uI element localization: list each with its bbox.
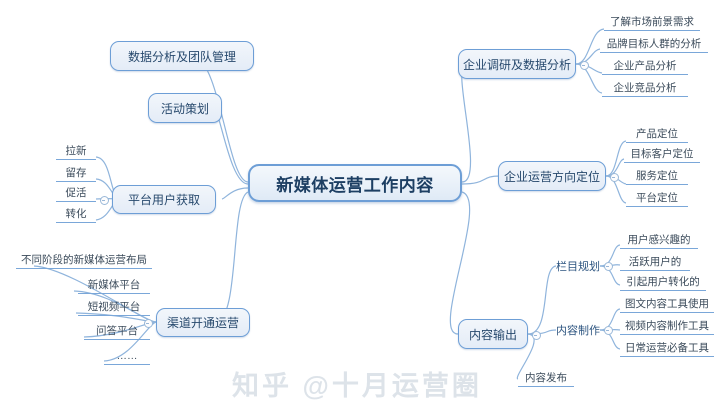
leaf-label: 产品定位 [636,128,678,140]
leaf-target-customer-positioning[interactable]: 目标客户定位 [624,148,700,163]
branch-label: 数据分析及团队管理 [127,49,236,64]
leaf-label: 拉新 [65,145,87,157]
leaf-label: 用户感兴趣的 [627,234,691,246]
leaf-enterprise-product-analysis[interactable]: 企业产品分析 [602,60,688,75]
leaf-content-publishing[interactable]: 内容发布 [518,372,574,387]
leaf-brand-target-audience-analysis[interactable]: 品牌目标人群的分析 [600,38,708,53]
leaf-active-users[interactable]: 活跃用户的 [620,256,690,271]
leaf-label: 平台定位 [636,192,678,204]
leaf-label: 内容发布 [525,372,567,384]
leaf-label: 引起用户转化的 [626,276,700,288]
branch-enterprise-research-data-analysis[interactable]: 企业调研及数据分析 [458,49,576,79]
branch-content-output[interactable]: 内容输出 [458,319,528,349]
branch-operation-direction-positioning[interactable]: 企业运营方向定位 [498,161,606,191]
leaf-liu-cun[interactable]: 留存 [56,167,96,182]
branch-label: 平台用户获取 [127,193,200,207]
leaf-zhuan-hua[interactable]: 转化 [56,208,96,223]
leaf-label: 问答平台 [96,325,138,337]
root-node[interactable]: 新媒体运营工作内容 [248,164,462,202]
leaf-platform-positioning[interactable]: 平台定位 [626,192,688,207]
leaf-label: 短视频平台 [87,301,141,313]
leaf-label: 新媒体平台 [87,279,141,291]
collapse-dot-content-output[interactable] [532,331,541,340]
root-label: 新媒体运营工作内容 [276,175,434,195]
leaf-label: 服务定位 [636,170,678,182]
branch-activity-planning[interactable]: 活动策划 [148,93,222,123]
leaf-label: 日常运营必备工具 [625,342,709,354]
leaf-enterprise-competitor-analysis[interactable]: 企业竞品分析 [602,82,688,97]
leaf-la-xin[interactable]: 拉新 [56,145,96,160]
branch-label: 内容输出 [468,327,517,342]
leaf-trigger-user-conversion[interactable]: 引起用户转化的 [620,276,706,291]
collapse-dot-operation-direction[interactable] [610,173,619,182]
leaf-label: 视频内容制作工具 [625,320,709,332]
collapse-dot-enterprise-research[interactable] [580,61,589,70]
leaf-market-prospect-demand[interactable]: 了解市场前景需求 [604,16,700,31]
leaf-label: 活跃用户的 [628,256,682,268]
leaf-label: 不同阶段的新媒体运营布局 [21,254,147,266]
watermark: 知乎 @十月运营圈 [232,371,482,401]
leaf-label: 目标客户定位 [630,148,694,160]
leaf-label: 企业竞品分析 [613,82,677,94]
leaf-qa-platform[interactable]: 问答平台 [84,325,150,340]
leaf-label: 转化 [65,208,87,220]
branch-label: 企业运营方向定位 [504,169,601,184]
leaf-daily-operation-tools[interactable]: 日常运营必备工具 [620,342,714,357]
leaf-label: 企业产品分析 [613,60,677,72]
subnode-label: 内容制作 [556,325,600,337]
branch-label: 企业调研及数据分析 [463,57,572,72]
collapse-dot-platform-user-acquisition[interactable] [100,196,109,205]
leaf-short-video-platform[interactable]: 短视频平台 [78,301,150,316]
leaf-label: 品牌目标人群的分析 [606,38,702,50]
leaf-stage-layout[interactable]: 不同阶段的新媒体运营布局 [16,254,152,269]
leaf-video-content-tools[interactable]: 视频内容制作工具 [620,320,714,335]
leaf-label: 了解市场前景需求 [610,16,694,28]
branch-platform-user-acquisition[interactable]: 平台用户获取 [112,185,216,214]
leaf-ellipsis[interactable]: …… [104,350,150,365]
branch-data-analysis-team-management[interactable]: 数据分析及团队管理 [110,41,254,71]
collapse-dot-channel-operation[interactable] [144,319,153,328]
leaf-product-positioning[interactable]: 产品定位 [626,128,688,143]
branch-label: 渠道开通运营 [166,316,239,330]
leaf-text-image-content-tools[interactable]: 图文内容工具使用 [620,298,714,313]
leaf-label: 图文内容工具使用 [625,298,709,310]
branch-label: 活动策划 [160,101,209,116]
subnode-column-planning[interactable]: 栏目规划 [556,258,602,274]
leaf-service-positioning[interactable]: 服务定位 [626,170,688,185]
branch-channel-operation[interactable]: 渠道开通运营 [156,308,250,337]
leaf-new-media-platform[interactable]: 新媒体平台 [78,279,150,294]
leaf-user-interested[interactable]: 用户感兴趣的 [620,234,698,249]
collapse-dot-content-production[interactable] [604,326,613,335]
leaf-cu-huo[interactable]: 促活 [56,187,96,202]
subnode-label: 栏目规划 [556,261,600,273]
leaf-label: 留存 [65,167,87,179]
leaf-label: …… [116,350,138,362]
collapse-dot-column-planning[interactable] [604,262,613,271]
subnode-content-production[interactable]: 内容制作 [556,322,602,338]
leaf-label: 促活 [65,187,87,199]
